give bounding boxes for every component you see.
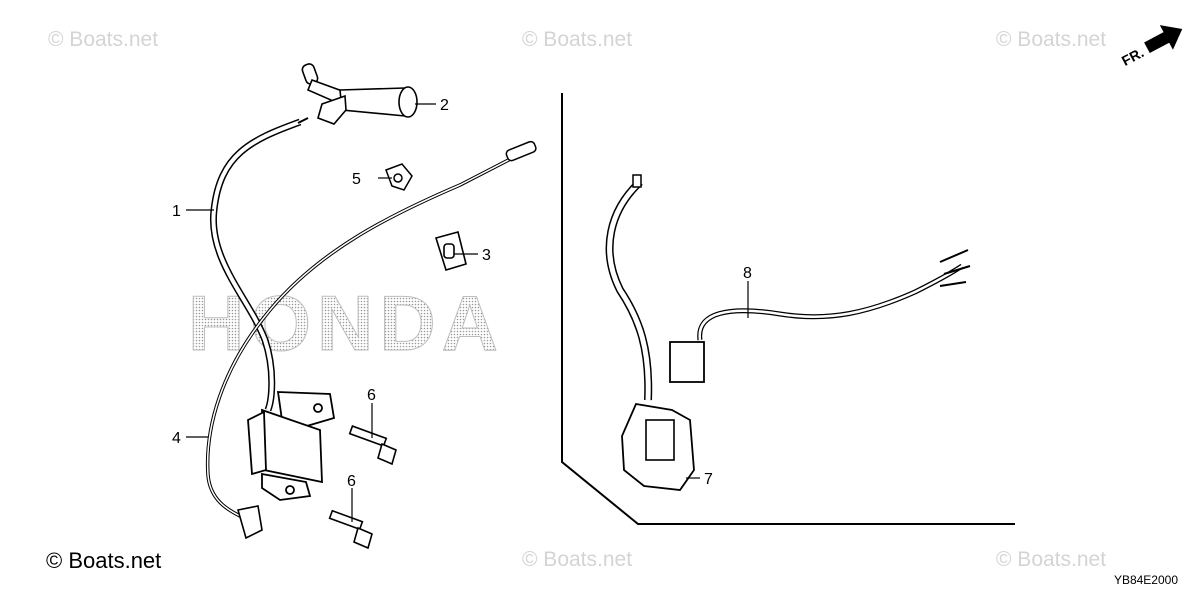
part-stop-wire <box>205 140 537 540</box>
watermark: © Boats.net <box>522 548 633 571</box>
part-ignition-cable <box>209 117 309 412</box>
part-bolt-lower <box>328 509 373 550</box>
front-arrow-icon <box>1144 25 1183 54</box>
watermark: © Boats.net <box>996 548 1107 571</box>
diagram-code: YB84E2000 <box>1113 573 1178 587</box>
callout-6-upper: 6 <box>367 387 376 404</box>
callout-2: 2 <box>440 97 449 114</box>
part-spark-plug-cap <box>301 63 418 125</box>
copyright-label: © Boats.net <box>46 548 162 573</box>
part-wire-harness <box>669 249 971 383</box>
callout-8: 8 <box>743 265 752 282</box>
section-divider <box>561 93 1015 525</box>
part-bolt-upper <box>348 425 397 466</box>
front-label: FR. <box>1119 44 1146 69</box>
watermark: © Boats.net <box>996 28 1107 51</box>
callout-5: 5 <box>352 171 361 188</box>
watermark: © Boats.net <box>48 28 159 51</box>
leader-lines <box>186 103 749 522</box>
part-ignition-coil <box>247 391 336 501</box>
callout-6-lower: 6 <box>347 473 356 490</box>
part-grommet <box>434 231 467 271</box>
callout-1: 1 <box>172 203 181 220</box>
callout-3: 3 <box>482 247 491 264</box>
callout-7: 7 <box>704 471 713 488</box>
part-cable-clamp <box>385 163 413 191</box>
callout-4: 4 <box>172 430 181 447</box>
watermark: © Boats.net <box>522 28 633 51</box>
front-indicator: FR. <box>1119 25 1183 69</box>
part-control-module <box>605 174 695 491</box>
